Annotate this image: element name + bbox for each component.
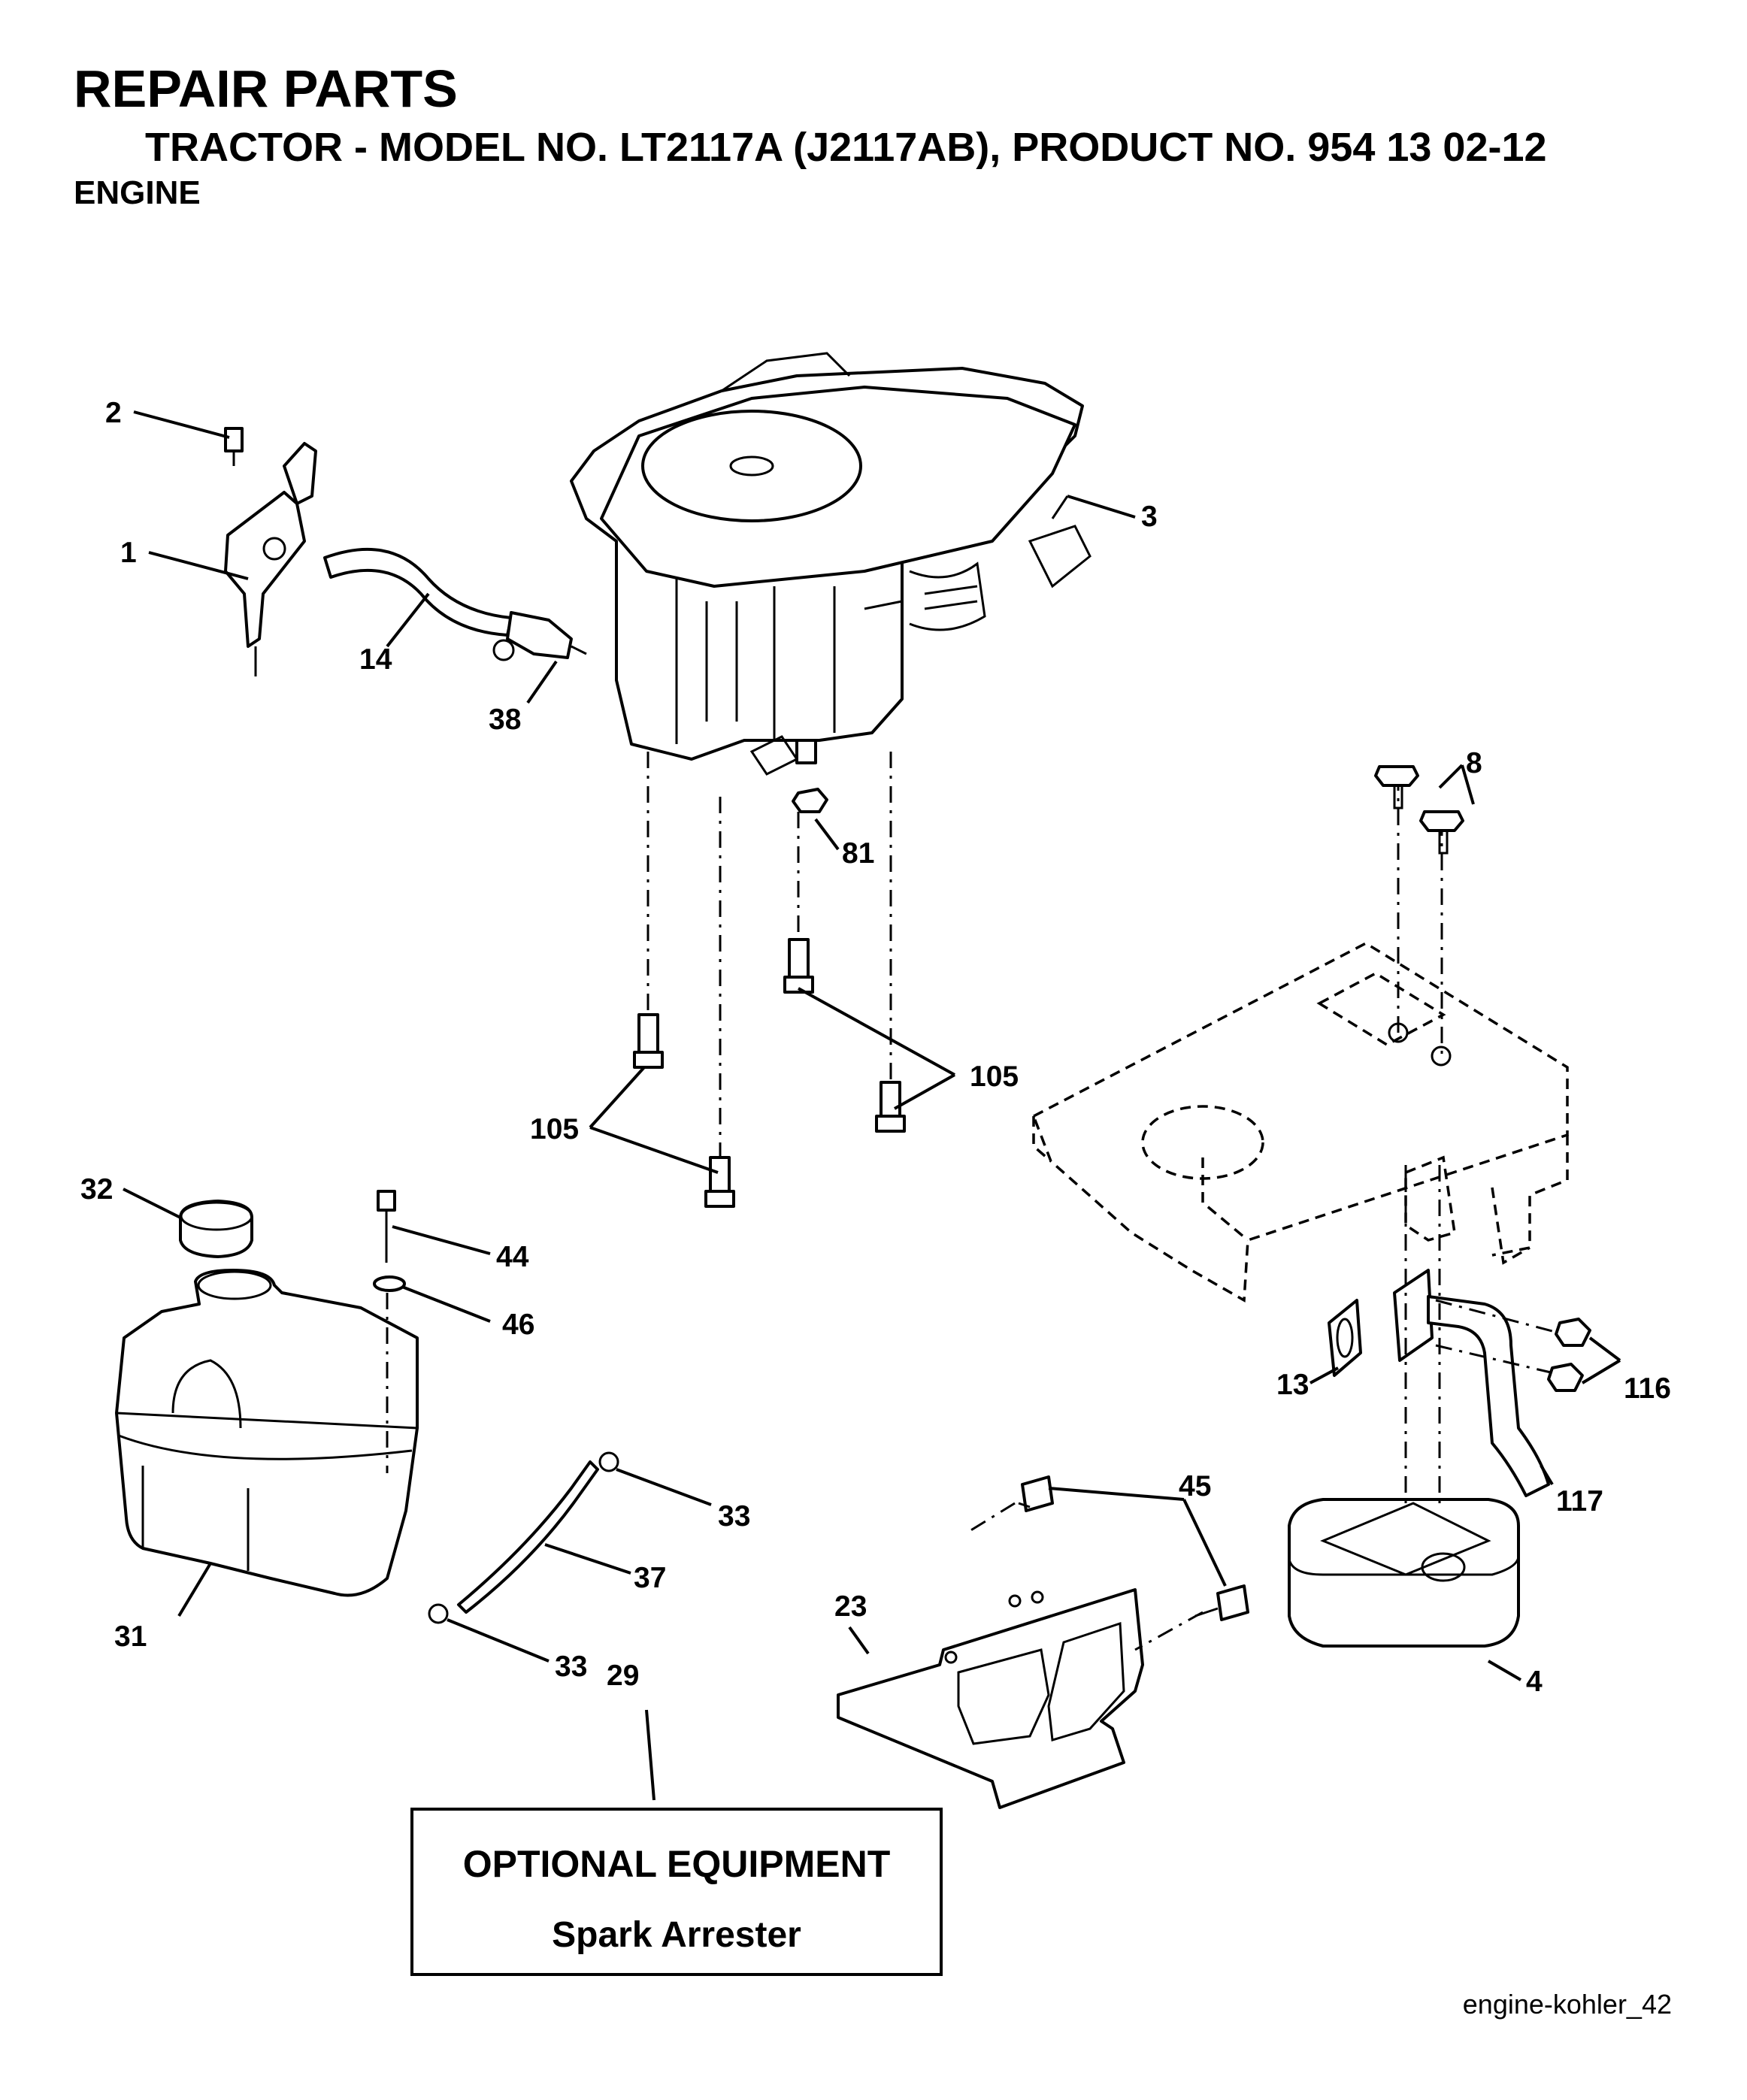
callout-105-right: 105 [970, 1061, 1019, 1093]
muffler-part [1288, 1498, 1520, 1648]
callout-29: 29 [607, 1660, 639, 1692]
callout-3: 3 [1141, 501, 1158, 533]
callout-45: 45 [1179, 1470, 1211, 1502]
diagram-reference: engine-kohler_42 [1462, 1989, 1672, 2020]
engine-part [570, 352, 1091, 776]
frame-outline [1031, 941, 1569, 1303]
fuel-line-part [457, 1460, 599, 1614]
model-subtitle: TRACTOR - MODEL NO. LT2117A (J2117AB), P… [145, 125, 1547, 170]
callout-14: 14 [359, 643, 392, 676]
callout-8: 8 [1466, 747, 1482, 779]
fuel-cap-part [179, 1200, 253, 1258]
callout-13: 13 [1276, 1369, 1309, 1401]
throttle-bracket-part [224, 427, 317, 676]
section-name: ENGINE [74, 174, 201, 211]
callout-23: 23 [834, 1590, 867, 1623]
fuel-filter-part [492, 611, 587, 661]
callout-33-top: 33 [718, 1500, 750, 1533]
bolt-part [633, 938, 906, 1208]
fuel-tank-part [115, 1269, 419, 1597]
nut-part [1547, 1318, 1591, 1392]
callout-116: 116 [1624, 1372, 1671, 1405]
clamp-part [428, 1451, 619, 1624]
callout-105-left: 105 [530, 1113, 579, 1145]
callout-31: 31 [114, 1620, 147, 1653]
optional-equipment-item: Spark Arrester [552, 1915, 801, 1955]
screw-part [373, 1190, 406, 1292]
callout-81: 81 [842, 837, 874, 870]
fuel-hose-part [323, 547, 513, 637]
callout-1: 1 [120, 537, 137, 569]
optional-equipment-title: OPTIONAL EQUIPMENT [462, 1843, 891, 1885]
exhaust-pipe-part [1427, 1295, 1550, 1497]
callout-32: 32 [80, 1173, 113, 1206]
callout-46: 46 [502, 1309, 534, 1341]
callout-37: 37 [634, 1562, 666, 1594]
callout-2: 2 [105, 397, 122, 429]
callout-38: 38 [489, 704, 521, 736]
page-title: REPAIR PARTS [74, 59, 458, 118]
heat-shield-part [837, 1588, 1144, 1809]
callout-4: 4 [1526, 1666, 1543, 1698]
optional-equipment-box: OPTIONAL EQUIPMENT Spark Arrester [410, 1808, 943, 1976]
nut-part [792, 739, 828, 813]
stud-part [1374, 765, 1464, 855]
screw-part [1018, 1475, 1249, 1621]
callout-117: 117 [1556, 1485, 1603, 1518]
callout-33-bottom: 33 [555, 1651, 587, 1683]
callout-44: 44 [496, 1241, 529, 1273]
leader-lines [123, 410, 1621, 1801]
gasket-part [1328, 1269, 1434, 1377]
